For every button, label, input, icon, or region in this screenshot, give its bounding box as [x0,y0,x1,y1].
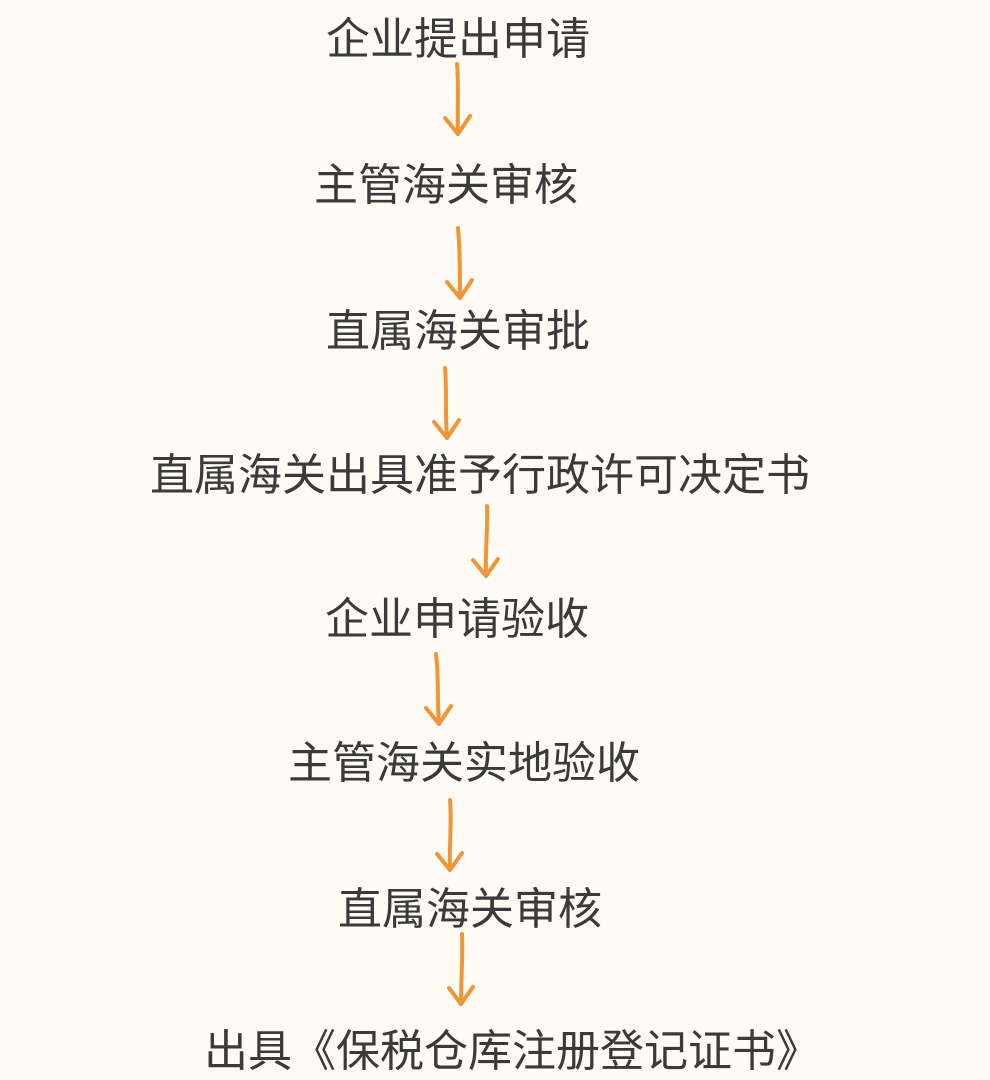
down-arrow-icon [435,798,464,872]
down-arrow-icon [447,932,475,1006]
step-administrative-permit-decision: 直属海关出具准予行政许可决定书 [150,450,810,501]
down-arrow-icon [443,62,472,136]
down-arrow-icon [432,366,461,440]
step-issue-certificate: 出具《保税仓库注册登记证书》 [204,1026,820,1077]
step-competent-customs-review: 主管海关审核 [314,160,578,211]
step-enterprise-acceptance-application: 企业申请验收 [325,594,589,645]
down-arrow-icon [471,504,500,578]
step-on-site-inspection: 主管海关实地验收 [288,738,640,789]
step-direct-customs-approval: 直属海关审批 [326,306,590,357]
down-arrow-icon [445,226,474,300]
down-arrow-icon [424,652,453,726]
step-enterprise-application: 企业提出申请 [326,14,590,65]
step-direct-customs-review: 直属海关审核 [338,884,602,935]
